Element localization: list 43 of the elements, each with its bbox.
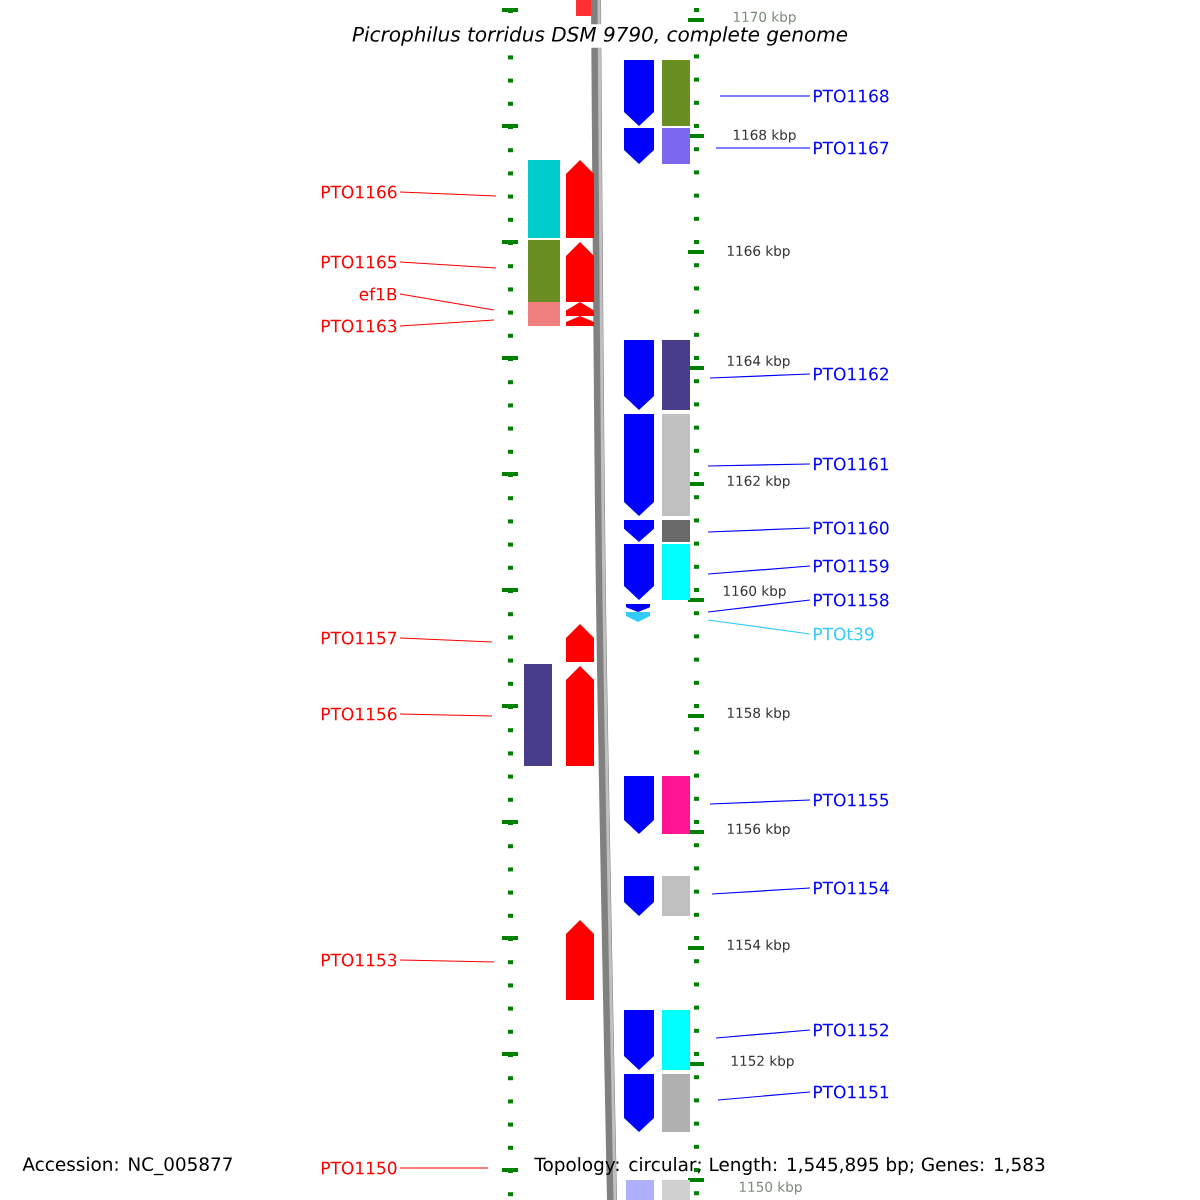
leader-line	[399, 637, 493, 643]
leader-line	[399, 959, 495, 963]
info-text: Accession: NC_005877	[22, 1156, 232, 1176]
leader-line	[715, 147, 811, 149]
gene-label: PTO1163	[322, 319, 397, 333]
gene-label: PTO1158	[814, 593, 889, 607]
leader-line	[719, 95, 811, 97]
leader-line	[707, 565, 811, 575]
gene-label: PTO1166	[322, 185, 397, 199]
leader-line	[707, 527, 811, 533]
leader-line	[711, 887, 811, 895]
gene-label: PTO1154	[814, 881, 889, 895]
gene-label: PTO1156	[322, 707, 397, 721]
gene-label: PTO1152	[814, 1023, 888, 1037]
leader-line	[715, 1029, 811, 1039]
gene-label: PTO1157	[322, 631, 397, 645]
gene-label: PTO1153	[322, 953, 397, 967]
leader-line	[709, 373, 811, 379]
leader-line	[399, 713, 493, 717]
leader-line	[707, 619, 811, 635]
leader-line	[399, 261, 497, 269]
gene-label: PTO1151	[814, 1085, 889, 1099]
leader-line	[399, 191, 497, 197]
leader-line	[399, 293, 495, 311]
gene-label: PTO1165	[322, 255, 397, 269]
leader-line	[399, 319, 495, 327]
gene-label: PTOt39	[814, 627, 874, 641]
title-text: Picrophilus torridus DSM 9790, complete genome	[350, 24, 850, 48]
gene-label: PTO1160	[814, 521, 889, 535]
gene-label: PTO1167	[814, 141, 889, 155]
gene-label: ef1B	[359, 287, 397, 301]
leader-line	[709, 799, 811, 805]
gene-label: PTO1162	[814, 367, 888, 381]
leader-line	[399, 1167, 489, 1169]
leader-line	[707, 599, 811, 613]
leader-line	[717, 1091, 811, 1101]
gene-label: PTO1155	[814, 793, 889, 807]
info-text: Topology: circular; Length: 1,545,895 bp; Genes: 1,583	[534, 1157, 1045, 1175]
gene-label: PTO1150	[322, 1161, 397, 1175]
gene-label: PTO1161	[814, 457, 889, 471]
gene-label: PTO1159	[814, 559, 889, 573]
leader-line	[707, 463, 811, 467]
gene-label: PTO1168	[814, 89, 889, 103]
